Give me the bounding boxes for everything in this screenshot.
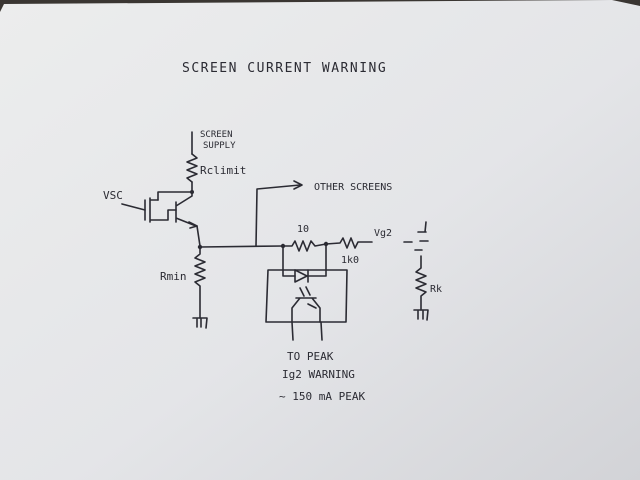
- rk-label: Rk: [430, 284, 442, 295]
- detector-loop: [282, 243, 327, 277]
- main-bus: [199, 245, 284, 248]
- screen-supply-label-line2: SUPPLY: [203, 141, 236, 151]
- other-screens-arrow: [293, 180, 303, 190]
- vsc-wire: [121, 203, 146, 211]
- sense-resistor-label: 10: [297, 224, 309, 235]
- ground-symbol-left: [192, 317, 208, 329]
- sense-resistor: [282, 240, 327, 252]
- npn-transistor: [175, 191, 197, 227]
- rmin-resistor: [194, 246, 206, 319]
- mosfet-symbol: [144, 197, 177, 223]
- ground-symbol-right: [413, 309, 429, 321]
- vg2-label: Vg2: [374, 228, 392, 239]
- phototransistor: [291, 286, 321, 323]
- rclimit-resistor: [186, 153, 198, 183]
- cathode-line: [417, 221, 427, 233]
- stopper-resistor: [325, 237, 373, 249]
- rclimit-label: Rclimit: [200, 164, 246, 177]
- vsc-label: VSC: [103, 189, 123, 202]
- other-screens-wire: [255, 184, 301, 247]
- peak-current-label: ~ 150 mA PEAK: [279, 390, 365, 403]
- output-leads: [291, 321, 323, 341]
- screen-grid-line: [403, 240, 429, 251]
- diagram-title: SCREEN CURRENT WARNING: [182, 61, 387, 76]
- rk-resistor: [415, 255, 427, 311]
- emitter-wire: [196, 225, 201, 247]
- stopper-resistor-label: 1k0: [341, 255, 359, 266]
- screen-supply-label-line1: SCREEN: [200, 130, 233, 140]
- other-screens-label: OTHER SCREENS: [314, 182, 392, 193]
- opto-box: [265, 269, 348, 323]
- to-peak-label: TO PEAK: [287, 350, 334, 363]
- led-diode: [294, 269, 309, 283]
- ig2-warning-label: Ig2 WARNING: [282, 368, 355, 381]
- rmin-label: Rmin: [160, 270, 187, 283]
